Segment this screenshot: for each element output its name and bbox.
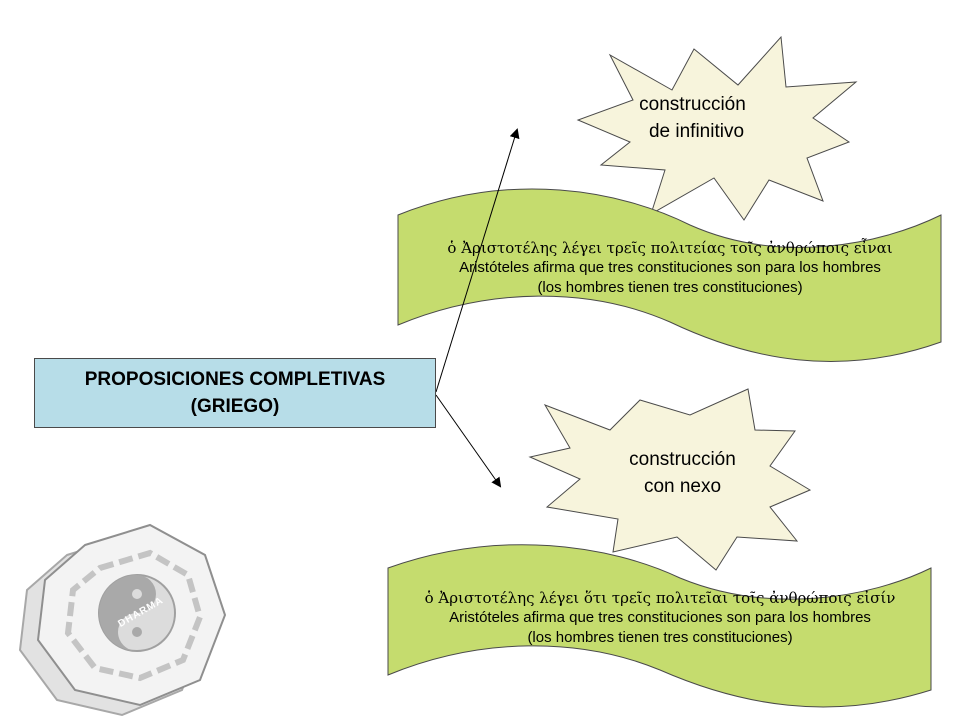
- paraphrase-nexus: (los hombres tienen tres constituciones): [527, 629, 793, 646]
- dharma-logo-icon: [18, 523, 227, 717]
- main-topic-box: PROPOSICIONES COMPLETIVAS (GRIEGO): [34, 358, 436, 428]
- translation-infinitive: Aristóteles afirma que tres constitucion…: [459, 259, 881, 276]
- burst-bottom-label: construcción con nexo: [590, 446, 775, 500]
- greek-sentence-infinitive: ὁ Ἀριστοτέλης λέγει τρεῖς πολιτείας τοῖς…: [447, 239, 893, 257]
- burst-top-label: construcción de infinitivo: [600, 91, 785, 145]
- arrow-to-nexus: [435, 394, 502, 488]
- banner-bottom-text: ὁ Ἀριστοτέλης λέγει ὅτι τρεῖς πολιτεῖαι …: [385, 588, 935, 648]
- paraphrase-infinitive: (los hombres tienen tres constituciones): [537, 279, 803, 296]
- burst-top: [576, 35, 858, 221]
- banner-bottom: [387, 544, 932, 708]
- main-title-line1: PROPOSICIONES COMPLETIVAS: [84, 369, 386, 390]
- arrow-to-infinitive: [435, 128, 520, 393]
- translation-nexus: Aristóteles afirma que tres constitucion…: [449, 609, 871, 626]
- burst-bottom: [528, 388, 812, 571]
- banner-top: [397, 188, 942, 362]
- greek-sentence-nexus: ὁ Ἀριστοτέλης λέγει ὅτι τρεῖς πολιτεῖαι …: [424, 589, 896, 607]
- banner-top-text: ὁ Ἀριστοτέλης λέγει τρεῖς πολιτείας τοῖς…: [395, 238, 945, 298]
- burst-top-line1: construcción: [639, 94, 746, 115]
- burst-bottom-line1: construcción: [629, 449, 736, 470]
- main-title-line2: (GRIEGO): [190, 396, 280, 417]
- burst-top-line2: de infinitivo: [648, 121, 745, 142]
- burst-bottom-line2: con nexo: [643, 476, 722, 497]
